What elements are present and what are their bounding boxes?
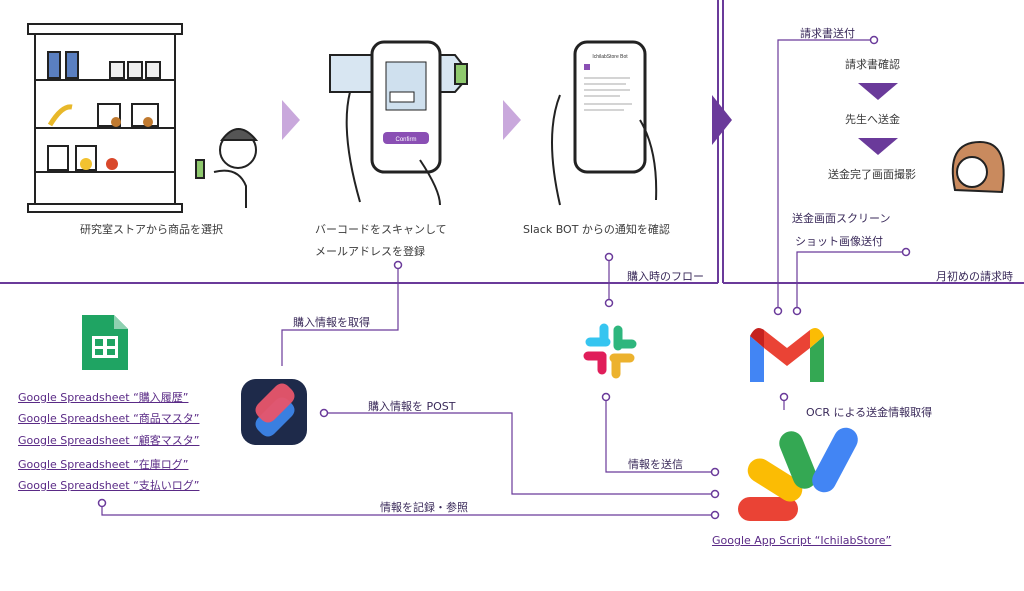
step-arrow-3: [712, 95, 732, 145]
step-2-label-line1: バーコードをスキャンして: [315, 223, 447, 236]
spreadsheet-link-product-master[interactable]: Google Spreadsheet “商品マスタ”: [18, 412, 200, 425]
monthly-arrow-1: [858, 83, 898, 100]
step-3-label: Slack BOT からの通知を確認: [523, 223, 670, 236]
section-frames: [0, 0, 1024, 284]
teacher-illustration: [951, 140, 1005, 194]
monthly-arrow-2: [858, 138, 898, 155]
person-illustration: [195, 128, 259, 208]
purchase-flow-section-label: 購入時のフロー: [627, 270, 704, 283]
connector-dots: [97, 35, 911, 520]
monthly-step-1: 請求書確認: [845, 58, 900, 71]
ocr-label: OCR による送金情報取得: [806, 406, 933, 419]
shortcuts-icon: [241, 379, 307, 445]
apps-script-icon: [738, 427, 858, 521]
slack-icon: [583, 323, 637, 379]
monthly-step-2: 先生へ送金: [845, 113, 900, 126]
connector-lines: [101, 39, 906, 516]
confirm-button-text: Confirm: [395, 137, 416, 143]
step-2-label-line2: メールアドレスを登録: [315, 245, 425, 258]
spreadsheet-link-inventory-log[interactable]: Google Spreadsheet “在庫ログ”: [18, 458, 189, 471]
gmail-icon: [750, 328, 824, 382]
spreadsheet-link-payment-log[interactable]: Google Spreadsheet “支払いログ”: [18, 479, 200, 492]
spreadsheet-link-customer-master[interactable]: Google Spreadsheet “顧客マスタ”: [18, 434, 200, 447]
step-arrow-2: [503, 100, 521, 140]
post-purchase-info-label: 購入情報を POST: [368, 400, 456, 413]
send-invoice-label: 請求書送付: [800, 27, 855, 40]
slack-phone-illustration: IchilabStore Bot: [551, 40, 658, 206]
spreadsheet-link-purchase-history[interactable]: Google Spreadsheet “購入履歴”: [18, 391, 189, 404]
send-screenshot-label-line2: ショット画像送付: [795, 235, 883, 248]
apps-script-link[interactable]: Google App Script “IchilabStore”: [712, 534, 892, 547]
get-purchase-info-label: 購入情報を取得: [293, 316, 370, 329]
scan-phone-illustration: Confirm: [329, 40, 468, 206]
google-sheets-icon: [82, 315, 128, 370]
step-1-label: 研究室ストアから商品を選択: [80, 223, 223, 236]
step-arrow-1: [282, 100, 300, 140]
monthly-flow-section-label: 月初めの請求時: [936, 270, 1013, 283]
record-reference-label: 情報を記録・参照: [380, 501, 468, 514]
send-screenshot-label-line1: 送金画面スクリーン: [792, 212, 891, 225]
store-shelf-illustration: [27, 23, 183, 213]
send-info-label: 情報を送信: [628, 458, 683, 471]
monthly-step-3: 送金完了画面撮影: [828, 168, 916, 181]
svg-text:IchilabStore Bot: IchilabStore Bot: [592, 54, 628, 60]
